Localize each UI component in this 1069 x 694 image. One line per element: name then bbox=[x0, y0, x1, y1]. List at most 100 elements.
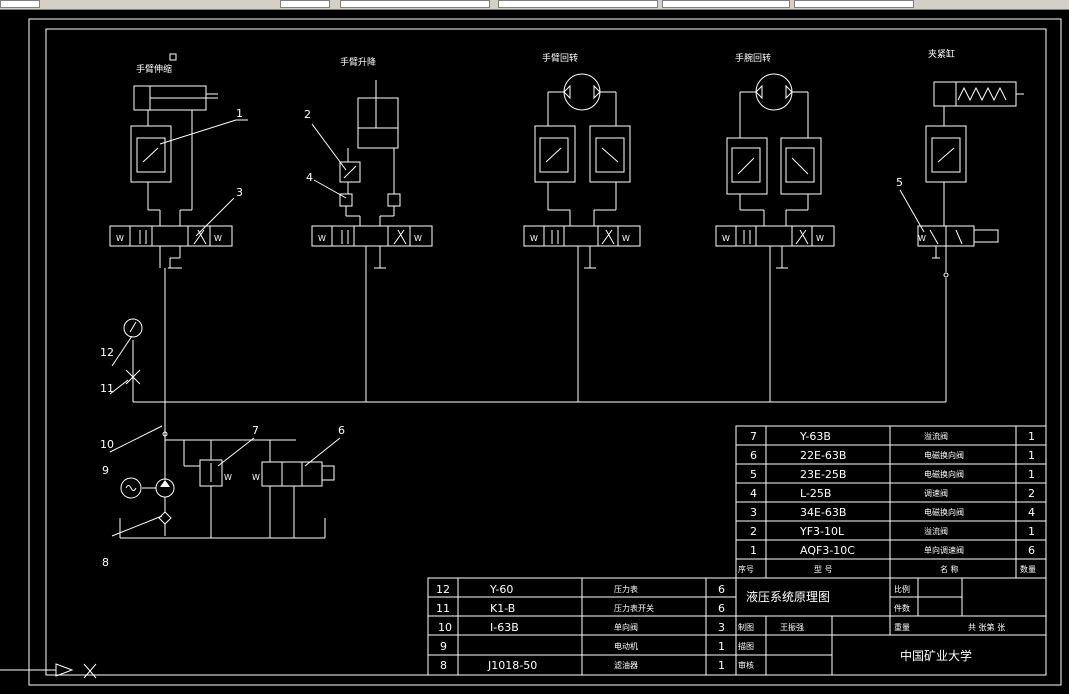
svg-text:W: W bbox=[530, 234, 538, 243]
design-label: 描图 bbox=[738, 641, 754, 651]
parts-row-name: 单向调速阀 bbox=[924, 545, 964, 555]
supply-manifold bbox=[123, 268, 947, 412]
drawing-canvas[interactable]: 手臂伸缩 手臂升降 手臂回转 手腕回转 夹紧缸 W W bbox=[0, 10, 1069, 694]
parts-row-no: 6 bbox=[750, 449, 757, 462]
parts-row-no: 3 bbox=[750, 506, 757, 519]
svg-text:W: W bbox=[816, 234, 824, 243]
parts-row-qty: 1 bbox=[1028, 525, 1035, 538]
svg-text:W: W bbox=[918, 234, 926, 243]
parts-row-no: 4 bbox=[750, 487, 757, 500]
lower-row-name: 滤油器 bbox=[614, 660, 638, 670]
toolbar-cell[interactable] bbox=[340, 0, 490, 8]
toolbar-cell[interactable] bbox=[280, 0, 330, 8]
toolbar-cell[interactable] bbox=[498, 0, 658, 8]
label-arm-rotate: 手臂回转 bbox=[542, 52, 578, 64]
parts-header-name: 名 称 bbox=[940, 564, 959, 574]
lower-row-code: K1-B bbox=[490, 602, 515, 615]
parts-row-code: 34E-63B bbox=[800, 506, 846, 519]
title-block bbox=[427, 577, 1047, 676]
lower-row-name: 压力表开关 bbox=[614, 603, 654, 613]
parts-row-no: 5 bbox=[750, 468, 757, 481]
school-name: 中国矿业大学 bbox=[900, 648, 972, 663]
svg-text:W: W bbox=[116, 234, 124, 243]
callout-4: 4 bbox=[306, 171, 313, 184]
circuit-clamp: W bbox=[917, 81, 1024, 278]
drawn-name: 王振强 bbox=[780, 622, 804, 632]
drawn-label: 制图 bbox=[738, 622, 754, 632]
part-count-label: 件数 bbox=[894, 603, 910, 613]
callout-12: 12 bbox=[100, 346, 114, 359]
parts-row-no: 2 bbox=[750, 525, 757, 538]
lower-row-qty: 6 bbox=[718, 602, 725, 615]
scale-label: 比例 bbox=[894, 584, 910, 594]
lower-row-name: 电动机 bbox=[614, 641, 638, 651]
lower-table-text: 12 Y-60 压力表 6 11 K1-B 压力表开关 6 10 I-63B 单… bbox=[436, 583, 1005, 672]
lower-row-name: 单向阀 bbox=[614, 622, 638, 632]
circuit-arm-extend: W W bbox=[109, 85, 233, 269]
lower-row-code: J1018-50 bbox=[487, 659, 537, 672]
weight-label: 重量 bbox=[894, 622, 910, 632]
ucs-icon bbox=[0, 663, 97, 679]
toolbar-cell[interactable] bbox=[662, 0, 790, 8]
label-arm-extend: 手臂伸缩 bbox=[136, 63, 172, 75]
parts-row-name: 溢流阀 bbox=[924, 431, 948, 441]
callout-3: 3 bbox=[236, 186, 243, 199]
parts-header-no: 序号 bbox=[738, 564, 754, 574]
parts-row-name: 电磁换向阀 bbox=[924, 507, 964, 517]
parts-table bbox=[735, 425, 1047, 579]
lower-row-no: 8 bbox=[440, 659, 447, 672]
sheet-text: 共 张第 张 bbox=[968, 622, 1005, 632]
lower-row-name: 压力表 bbox=[614, 584, 638, 594]
parts-row-qty: 6 bbox=[1028, 544, 1035, 557]
parts-row-qty: 1 bbox=[1028, 430, 1035, 443]
parts-row-code: 22E-63B bbox=[800, 449, 846, 462]
parts-row-name: 调速阀 bbox=[924, 489, 948, 498]
toolbar-strip bbox=[0, 0, 1069, 10]
callout-7: 7 bbox=[252, 424, 259, 437]
parts-row-name: 溢流阀 bbox=[924, 526, 948, 536]
svg-text:W: W bbox=[224, 473, 232, 482]
lower-row-no: 9 bbox=[440, 640, 447, 653]
callout-2: 2 bbox=[304, 108, 311, 121]
label-wrist-rotate: 手腕回转 bbox=[735, 52, 771, 64]
svg-text:W: W bbox=[414, 234, 422, 243]
label-clamp-cylinder: 夹紧缸 bbox=[928, 48, 955, 60]
small-marker bbox=[169, 53, 177, 61]
lower-row-code: I-63B bbox=[490, 621, 519, 634]
toolbar-cell[interactable] bbox=[0, 0, 40, 8]
parts-table-text: 7 Y-63B 溢流阀 1 6 22E-63B 电磁换向阀 1 5 23E-25… bbox=[738, 430, 1036, 574]
parts-row-code: 23E-25B bbox=[800, 468, 846, 481]
circuit-arm-lift: W W bbox=[311, 80, 433, 269]
pump-station: W W bbox=[119, 412, 335, 539]
lower-row-qty: 3 bbox=[718, 621, 725, 634]
parts-row-code: YF3-10L bbox=[799, 525, 845, 538]
callout-6: 6 bbox=[338, 424, 345, 437]
svg-text:W: W bbox=[252, 473, 260, 482]
circuit-arm-rotate: W W bbox=[523, 73, 641, 269]
parts-row-no: 7 bbox=[750, 430, 757, 443]
callout-5: 5 bbox=[896, 176, 903, 189]
toolbar-cell[interactable] bbox=[794, 0, 914, 8]
label-arm-lift: 手臂升降 bbox=[340, 56, 376, 68]
parts-row-code: L-25B bbox=[800, 487, 831, 500]
parts-header-code: 型 号 bbox=[814, 565, 833, 574]
drawing-title: 液压系统原理图 bbox=[746, 589, 830, 604]
callout-9: 9 bbox=[102, 464, 109, 477]
callout-11: 11 bbox=[100, 382, 114, 395]
review-label: 审核 bbox=[738, 660, 754, 670]
svg-text:W: W bbox=[318, 234, 326, 243]
lower-row-no: 10 bbox=[438, 621, 452, 634]
svg-text:W: W bbox=[722, 234, 730, 243]
outer-frame bbox=[28, 18, 1062, 686]
callout-8: 8 bbox=[102, 556, 109, 569]
lower-row-qty: 1 bbox=[718, 659, 725, 672]
parts-row-qty: 1 bbox=[1028, 449, 1035, 462]
parts-row-qty: 4 bbox=[1028, 506, 1035, 519]
svg-text:W: W bbox=[622, 234, 630, 243]
callout-10: 10 bbox=[100, 438, 114, 451]
parts-row-name: 电磁换向阀 bbox=[924, 450, 964, 460]
parts-row-qty: 1 bbox=[1028, 468, 1035, 481]
lower-row-no: 11 bbox=[436, 602, 450, 615]
callout-1: 1 bbox=[236, 107, 243, 120]
parts-row-name: 电磁换向阀 bbox=[924, 469, 964, 479]
